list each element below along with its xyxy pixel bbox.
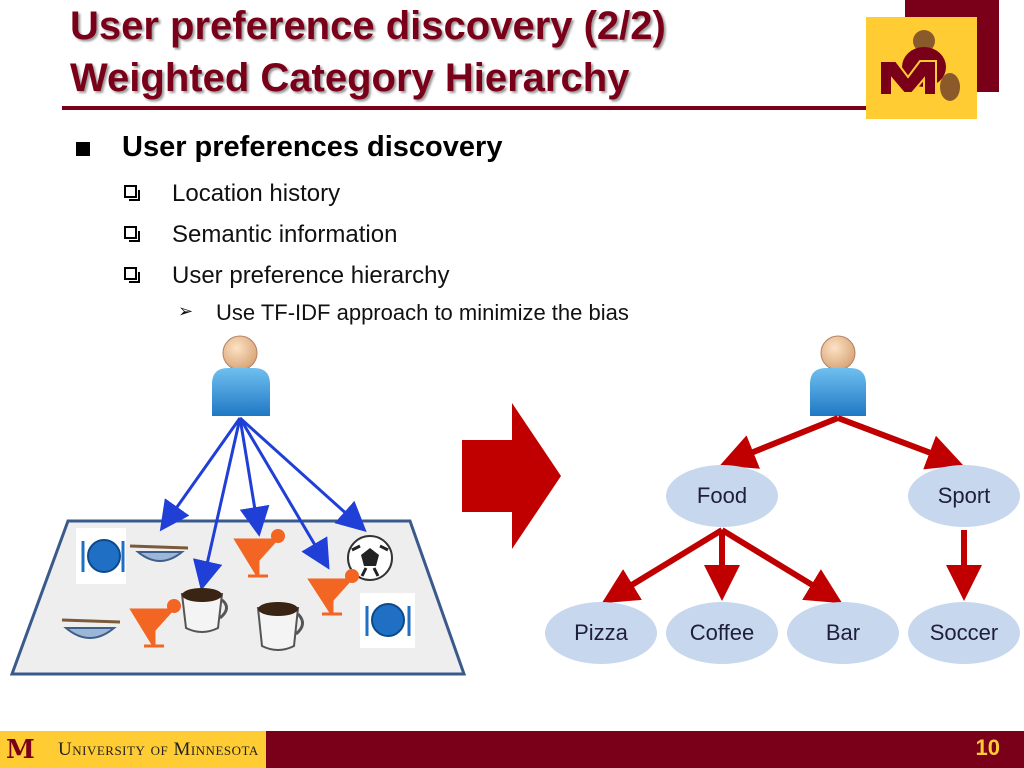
title-line-2: Weighted Category Hierarchy [70,56,630,100]
university-brand: M University of Minnesota [0,731,266,768]
checkbox-bullet-icon [124,226,140,242]
plate-icon [360,593,415,648]
node-label: Food [697,483,747,508]
cocktail-icon [307,569,359,616]
bowl-icon [61,618,121,639]
node-coffee: Coffee [666,602,778,664]
checkbox-bullet-icon [124,267,140,283]
square-bullet-icon [76,142,90,156]
slide-title: User preference discovery (2/2) Weighted… [70,0,870,104]
transition-arrow [462,403,561,549]
user-icon [212,335,270,416]
hierarchy-arrows [601,415,982,604]
mascot-logo-icon [866,17,977,119]
cocktail-icon [233,529,285,578]
node-label: Coffee [690,620,754,645]
user-icon [810,335,866,416]
node-label: Soccer [930,620,998,645]
checkbox-bullet-icon [124,185,140,201]
user-place-arrows [159,416,367,591]
coffee-cup-icon [180,588,228,633]
cocktail-icon [129,599,181,648]
soccer-ball-icon [347,535,393,581]
node-label: Pizza [574,620,629,645]
node-pizza: Pizza [545,602,657,664]
arrow-bullet-icon: ➢ [178,301,194,321]
bullet-text: Location history [172,180,341,207]
node-soccer: Soccer [908,602,1020,664]
node-sport: Sport [908,465,1020,527]
university-logo-icon: M [6,735,35,765]
node-bar: Bar [787,602,899,664]
page-number: 10 [975,735,1000,760]
title-divider [62,106,868,110]
coffee-cup-icon [256,602,304,651]
bullet-text: Use TF-IDF approach to minimize the bias [216,300,629,325]
node-label: Bar [826,620,860,645]
university-name: University of Minnesota [58,739,259,760]
bullet-text: User preference hierarchy [172,262,450,289]
bullet-text: Semantic information [172,221,398,248]
bowl-icon [129,544,189,562]
node-food: Food [666,465,778,527]
node-label: Sport [938,483,991,508]
plate-icon [76,528,126,584]
title-line-1: User preference discovery (2/2) [70,4,666,48]
bullet-text: User preferences discovery [122,131,503,163]
